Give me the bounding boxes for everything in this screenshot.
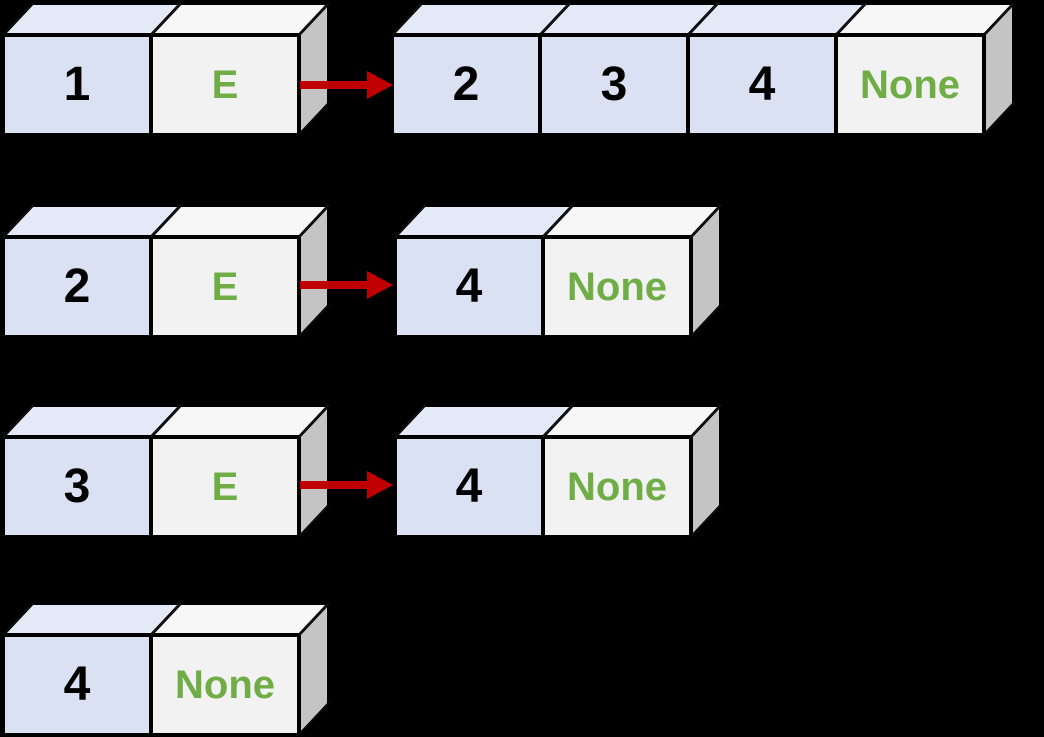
cube-front-face: 2 — [3, 237, 151, 337]
cube-front-face: 1 — [3, 35, 151, 135]
cell-label: 3 — [63, 460, 91, 513]
arrow-head-icon — [367, 471, 393, 499]
arrow-shaft — [300, 281, 368, 289]
cube-front-face: None — [151, 635, 299, 735]
cell-label: 3 — [600, 58, 628, 111]
cube-front-face: 3 — [3, 437, 151, 537]
cell-label: None — [567, 265, 667, 309]
cube-front-face: E — [151, 437, 299, 537]
cell-label: 4 — [455, 260, 483, 313]
node-cell-key: 2 — [3, 205, 182, 337]
arrow-head-icon — [367, 71, 393, 99]
node-cell-key: 1 — [3, 3, 182, 135]
cell-label: E — [211, 465, 239, 509]
arrow-shaft — [300, 481, 368, 489]
pointer-arrow — [300, 471, 393, 499]
cell-label: E — [211, 63, 239, 107]
node-cell-key: 4 — [688, 3, 867, 135]
cell-label: 2 — [452, 58, 480, 111]
cell-label: None — [567, 465, 667, 509]
cube-front-face: 4 — [395, 237, 543, 337]
cube-front-face: 4 — [3, 635, 151, 735]
cube-front-face: 4 — [688, 35, 836, 135]
cube-front-face: None — [836, 35, 984, 135]
arrow-head-icon — [367, 271, 393, 299]
cell-label: 1 — [63, 58, 91, 111]
cube-front-face: E — [151, 35, 299, 135]
arrow-shaft — [300, 81, 368, 89]
pointer-arrow — [300, 71, 393, 99]
node-cell-key: 4 — [395, 405, 574, 537]
cell-label: 4 — [63, 658, 91, 711]
cell-label: None — [860, 63, 960, 107]
node-cell-value: E — [151, 405, 330, 537]
node-cell-key: 2 — [392, 3, 571, 135]
node-cell-key: 4 — [395, 205, 574, 337]
node-cell-value: None — [543, 205, 722, 337]
node-cell-value: E — [151, 3, 330, 135]
cube-front-face: None — [543, 237, 691, 337]
cube-front-face: 4 — [395, 437, 543, 537]
node-cell-value: E — [151, 205, 330, 337]
cell-label: 4 — [455, 460, 483, 513]
cell-label: 4 — [748, 58, 776, 111]
cell-label: None — [175, 663, 275, 707]
cube-front-face: None — [543, 437, 691, 537]
node-cell-value: None — [543, 405, 722, 537]
node-cell-value: None — [836, 3, 1015, 135]
node-cell-key: 4 — [3, 603, 182, 735]
pointer-arrow — [300, 271, 393, 299]
cube-front-face: 2 — [392, 35, 540, 135]
node-cell-value: None — [151, 603, 330, 735]
cube-front-face: E — [151, 237, 299, 337]
cell-label: E — [211, 265, 239, 309]
node-cell-key: 3 — [540, 3, 719, 135]
node-cell-key: 3 — [3, 405, 182, 537]
cube-front-face: 3 — [540, 35, 688, 135]
cell-label: 2 — [63, 260, 91, 313]
